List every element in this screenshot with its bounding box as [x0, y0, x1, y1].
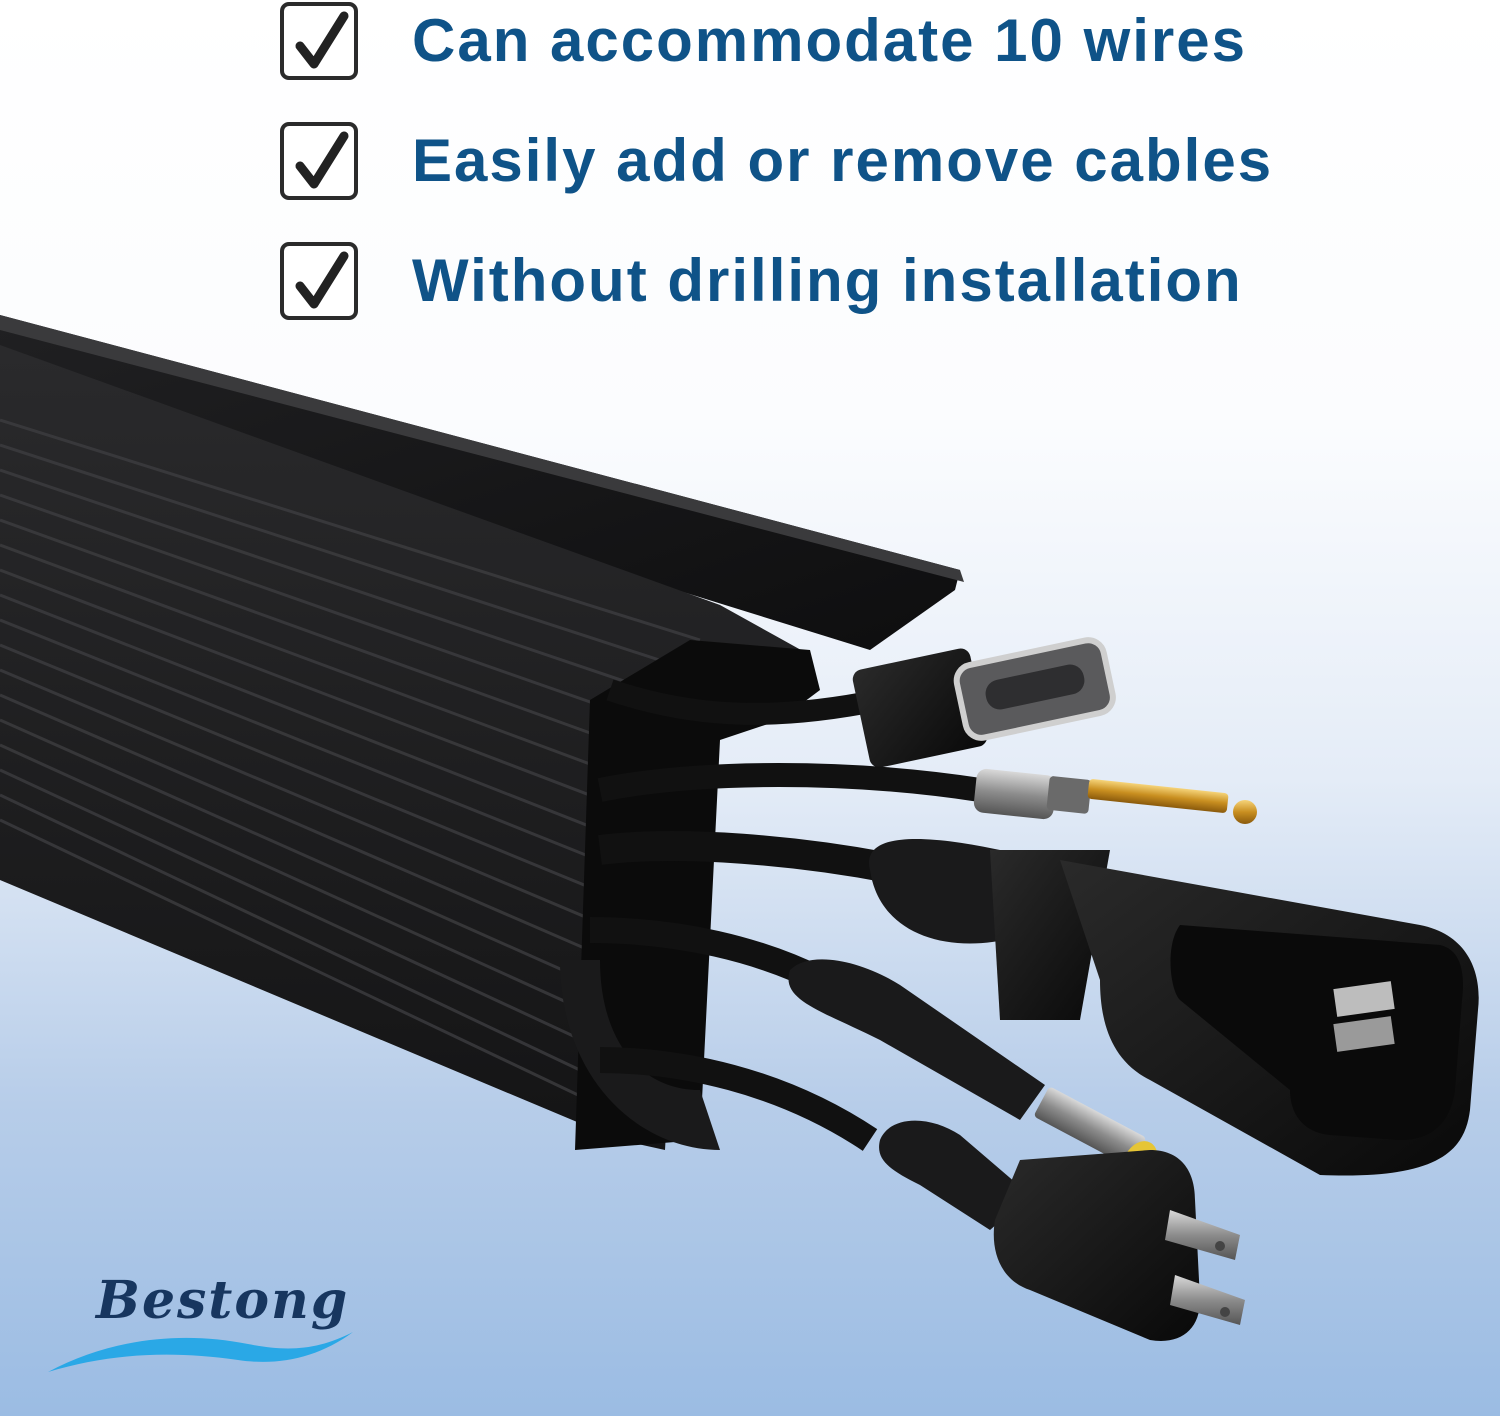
audio-cable — [597, 763, 1257, 824]
wave-icon — [48, 1332, 353, 1372]
cable-cover-flange — [0, 315, 964, 650]
iec-power-cable — [598, 831, 1479, 1176]
check-icon — [295, 131, 349, 189]
brand-name: Bestong — [96, 1270, 350, 1331]
checkbox-icon — [280, 242, 358, 320]
feature-label: Without drilling installation — [412, 247, 1243, 314]
feature-label: Can accommodate 10 wires — [412, 7, 1248, 74]
checkbox-icon — [280, 122, 358, 200]
us-plug-cable — [599, 1047, 1245, 1341]
check-icon — [295, 11, 349, 69]
cable-cover-body — [0, 345, 820, 1150]
checkbox-icon — [280, 2, 358, 80]
usb-c-cable — [606, 637, 1116, 768]
feature-list: Can accommodate 10 wires Easily add or r… — [0, 0, 1500, 340]
brand-logo: Bestong — [48, 1270, 368, 1390]
check-icon — [295, 251, 349, 309]
feature-label: Easily add or remove cables — [412, 127, 1274, 194]
